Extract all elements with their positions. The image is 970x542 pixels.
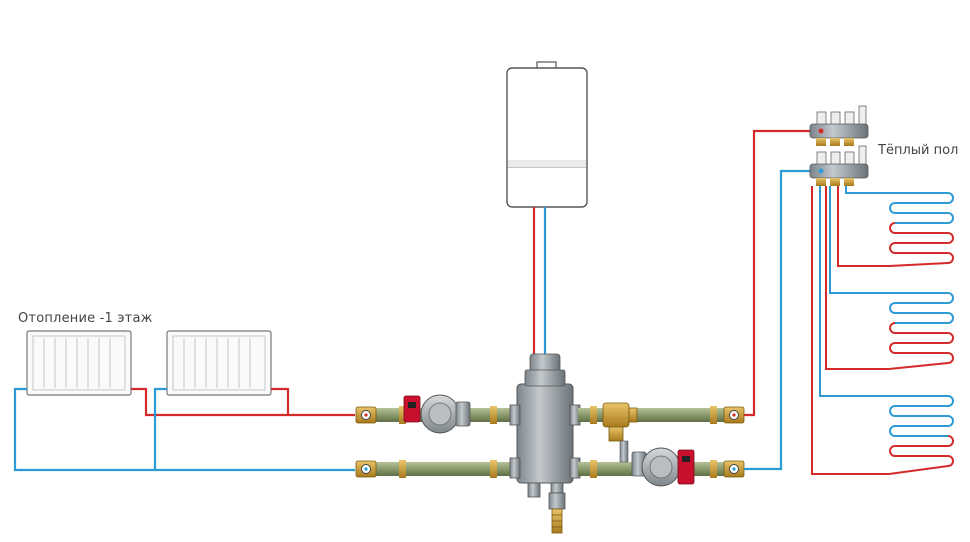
floor-loop-icon [888,192,954,267]
left-return-pipe-body [372,462,522,476]
manifold-icon [809,105,869,186]
floor-supply-pipe [744,129,812,417]
radiator-supply-pipe [131,387,355,417]
radiator-return-pipe [13,387,355,472]
ball-valve-icon [723,460,745,478]
floor-loop-icon [888,292,954,370]
boiler-body [506,67,588,208]
ball-valve-icon [355,406,377,424]
ball-valve-icon [355,460,377,478]
pump-icon [403,394,471,434]
right-supply-pipe-body [578,408,730,422]
boiler [506,61,588,208]
boiler-panel [508,160,586,167]
radiator-1 [26,330,132,396]
radiator-2 [166,330,272,396]
ball-valve-icon [723,406,745,424]
floor-return-pipe [744,169,812,471]
pump-icon [631,447,695,487]
warm-floor-label: Тёплый пол [878,143,959,158]
heating-floor-1-label: Отопление -1 этаж [18,311,153,326]
hydraulic-separator-icon [509,353,581,534]
mixing-valve-icon [602,402,638,463]
floor-loop-icon [888,395,954,475]
